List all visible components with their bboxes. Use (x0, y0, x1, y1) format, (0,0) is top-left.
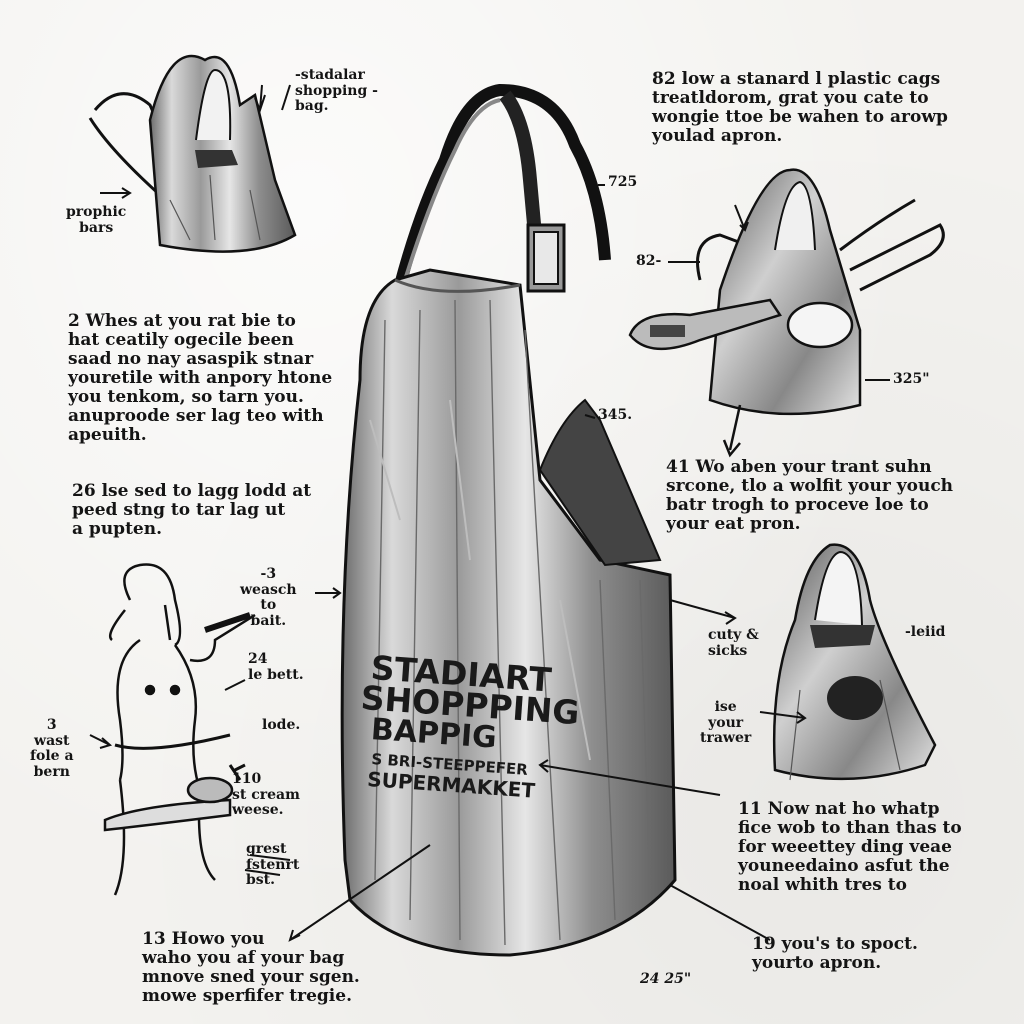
step-19: 19 you's to spoct. yourto apron. (752, 935, 918, 973)
step-13: 13 Howo you waho you af your bag mnove s… (142, 930, 360, 1006)
label-measure-bottom: 24 25" (640, 972, 691, 988)
label-plastic-bags: prophic bars (66, 205, 126, 236)
big-bag-apron (342, 90, 675, 955)
step-11: 11 Now nat ho whatp fice wob to than tha… (738, 800, 962, 895)
label-weaved-to-belt: -3 weasch to bait. (240, 567, 297, 630)
step-26: 26 lse sed to lagg lodd at peed stng to … (72, 482, 311, 539)
step-41: 41 Wo aben your trant suhn srcone, tlo a… (666, 458, 953, 534)
step-2: 2 Whes at you rat bie to hat ceatily oge… (68, 312, 332, 445)
label-use-your-drawer: ise your trawer (700, 700, 751, 747)
label-cream-wedge: 110 st cream weese. (232, 772, 300, 819)
bag-mid-right (774, 545, 935, 780)
figure-sketch (105, 564, 255, 895)
label-le-belt: 24 le bett. (248, 652, 304, 683)
label-measure-bag-right: 325" (893, 372, 930, 388)
label-leid: -leiid (905, 625, 945, 641)
label-great-belt: grest fstenrt bst. (246, 842, 299, 889)
label-waist-belt: 3 wast fole a bern (30, 718, 74, 781)
label-measure-mid-right: 345. (598, 408, 632, 424)
label-cut-sides: cuty & sicks (708, 628, 759, 659)
bag-top-right (630, 170, 943, 455)
label-lode: lode. (262, 718, 300, 734)
label-measure-upper-right: 82- (636, 254, 661, 270)
label-standard-shopping-bag: -stadalar shopping - bag. (295, 68, 378, 115)
step-82: 82 low a stanard l plastic cags treatldo… (652, 70, 948, 146)
label-measure-top: 725 (608, 175, 637, 191)
bag-print-line3: BAPPIG (370, 716, 498, 753)
